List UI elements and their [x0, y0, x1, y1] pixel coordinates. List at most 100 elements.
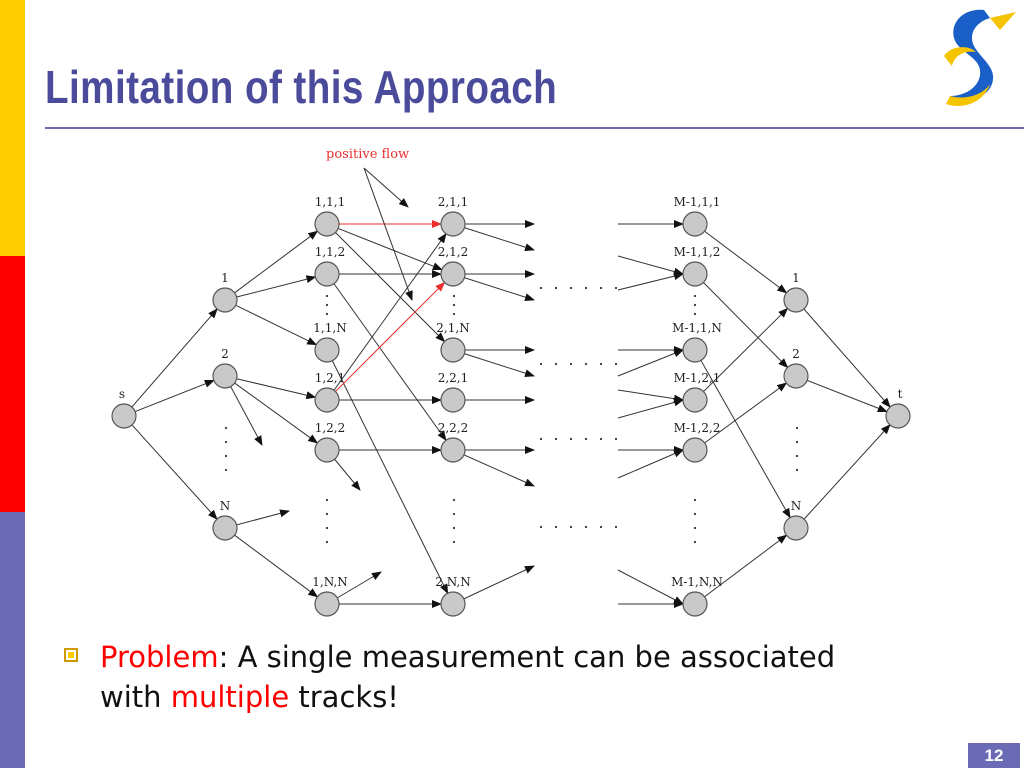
level5-node [783, 287, 809, 313]
edge-l4-l5 [704, 382, 788, 444]
level2-label: 1,N,N [312, 575, 348, 589]
level5-label: 2 [792, 347, 800, 361]
edge-stub [452, 349, 535, 378]
network-edges [131, 167, 891, 608]
level4-label: M-1,2,2 [674, 421, 721, 435]
title-underline [45, 127, 1024, 129]
multiple-keyword: multiple [170, 680, 290, 714]
horizontal-dots [614, 286, 618, 290]
level4-label: M-1,1,1 [674, 195, 721, 209]
level4-label: M-1,N,N [671, 575, 723, 589]
problem-text: : A single measurement can be associated… [100, 640, 836, 714]
level2-label: 1,1,N [313, 321, 346, 335]
edge-stub [224, 375, 263, 446]
edge-l1-l2 [234, 534, 319, 598]
annotation-pointer [363, 167, 409, 208]
edge-l4-l5 [703, 307, 789, 392]
horizontal-dots [539, 362, 543, 366]
horizontal-dots [614, 525, 618, 529]
level2-node [314, 437, 340, 463]
page-number: 12 [968, 743, 1020, 768]
level3-label: 2,2,1 [438, 371, 469, 385]
horizontal-dots [614, 362, 618, 366]
annotation-pointer [363, 167, 413, 301]
edge-stub [617, 272, 684, 291]
level4-node [682, 261, 708, 287]
sink-node [885, 403, 911, 429]
vertical-dots [693, 303, 697, 307]
level3-label: 2,2,2 [438, 421, 469, 435]
edge-l2-l3 [335, 232, 446, 343]
edge-sink-1 [806, 379, 888, 413]
edge-stub [617, 349, 684, 377]
vertical-dots [325, 312, 329, 316]
edge-l1-l2 [236, 275, 317, 298]
edge-stub [617, 255, 684, 276]
horizontal-dots [584, 362, 588, 366]
vertical-dots [452, 312, 456, 316]
level1-node [212, 287, 238, 313]
horizontal-dots [599, 362, 603, 366]
vertical-dots [325, 498, 329, 502]
horizontal-dots [569, 362, 573, 366]
edge-sink-0 [803, 308, 891, 408]
edge-l4-l5 [703, 282, 789, 369]
edge-l1-l2 [235, 304, 318, 346]
vertical-dots [452, 540, 456, 544]
edge-l4-l5 [704, 534, 788, 598]
level3-node [440, 337, 466, 363]
horizontal-dots [614, 437, 618, 441]
level3-node [440, 437, 466, 463]
horizontal-dots [539, 525, 543, 529]
level2-node [314, 211, 340, 237]
horizontal-dots [599, 286, 603, 290]
vertical-dots [693, 512, 697, 516]
vertical-dots [325, 526, 329, 530]
horizontal-dots [554, 525, 558, 529]
level4-node [682, 437, 708, 463]
level2-label: 1,1,2 [315, 245, 346, 259]
level3-node [440, 387, 466, 413]
level3-label: 2,1,1 [438, 195, 469, 209]
level2-label: 1,1,1 [315, 195, 346, 209]
edge-source-0 [131, 308, 218, 408]
vertical-dots [693, 294, 697, 298]
level2-node [314, 591, 340, 617]
level4-label: M-1,1,N [672, 321, 722, 335]
vertical-dots [325, 303, 329, 307]
vertical-dots [795, 454, 799, 458]
level3-label: 2,1,2 [438, 245, 469, 259]
edge-l4-l5 [700, 360, 791, 519]
level4-label: M-1,2,1 [674, 371, 721, 385]
vertical-dots [325, 540, 329, 544]
level3-label: 2,N,N [435, 575, 471, 589]
vertical-dots [693, 498, 697, 502]
edge-sink-2 [803, 424, 891, 520]
edge-source-2 [131, 424, 218, 520]
horizontal-dots [584, 437, 588, 441]
edge-source-1 [134, 379, 215, 413]
source-label: s [119, 387, 125, 401]
level2-node [314, 387, 340, 413]
level1-label: 2 [221, 347, 229, 361]
edge-stub [452, 273, 535, 302]
slide-title: Limitation of this Approach [45, 61, 558, 113]
vertical-dots [693, 526, 697, 530]
problem-keyword: Problem [100, 640, 219, 674]
level4-node [682, 591, 708, 617]
accent-bar-blue [0, 512, 25, 768]
horizontal-dots [584, 525, 588, 529]
edge-stub [617, 389, 684, 403]
vertical-dots [224, 440, 228, 444]
level5-node [783, 515, 809, 541]
edge-l4-l5 [704, 230, 788, 294]
level1-label: 1 [221, 271, 229, 285]
level4-label: M-1,1,2 [674, 245, 721, 259]
source-node [111, 403, 137, 429]
level3-node [440, 261, 466, 287]
horizontal-dots [569, 437, 573, 441]
horizontal-dots [584, 286, 588, 290]
horizontal-dots [599, 525, 603, 529]
